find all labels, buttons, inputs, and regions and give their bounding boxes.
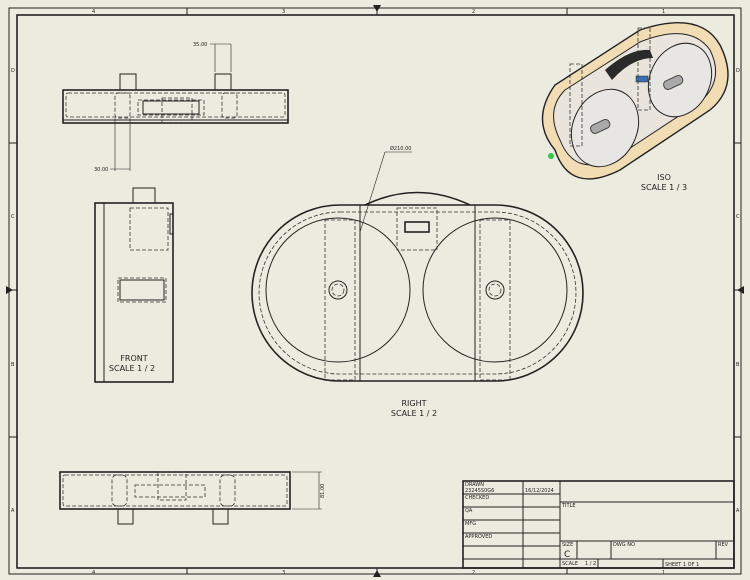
size-label: SIZE: [562, 542, 573, 548]
drawn-by: 23245S0G6: [465, 488, 494, 494]
zone-label: C: [736, 214, 740, 220]
zone-label: 4: [92, 570, 95, 576]
zone-label: D: [11, 68, 15, 74]
iso-view[interactable]: ISO SCALE 1 / 3: [541, 22, 729, 192]
top-view[interactable]: 35.00 30.00: [62, 42, 289, 173]
title-label: TITLE: [561, 503, 576, 509]
drawn-label: DRAWN: [465, 482, 484, 488]
center-mark-right-icon: [737, 286, 744, 294]
front-view[interactable]: FRONT SCALE 1 / 2: [94, 187, 174, 383]
dimension-text: 35.00: [193, 42, 207, 48]
qa-label: QA: [465, 508, 473, 514]
dimension-text: Ø210.00: [390, 145, 411, 152]
zone-label: 3: [282, 9, 285, 15]
scale-label: SCALE: [562, 561, 578, 567]
bottom-view[interactable]: 81.00: [59, 471, 326, 525]
view-label: RIGHT: [401, 399, 426, 408]
zone-label: A: [11, 508, 15, 514]
inner-border: [16, 14, 735, 569]
center-mark-bottom-icon: [373, 570, 381, 577]
title-block: DRAWN 23245S0G6 16/12/2024 CHECKED QA MF…: [462, 480, 735, 569]
zone-label: B: [736, 362, 740, 368]
scale-value: 1 / 2: [585, 561, 596, 567]
zone-label: 1: [662, 570, 665, 576]
approved-label: APPROVED: [465, 534, 492, 540]
zone-label: A: [736, 508, 740, 514]
dimension-text: 81.00: [320, 484, 326, 498]
view-scale: SCALE 1 / 2: [109, 364, 155, 373]
zone-label: 3: [282, 570, 285, 576]
dwg-no-label: DWG NO: [613, 542, 635, 548]
zone-label: 1: [662, 9, 665, 15]
mfg-label: MFG: [465, 521, 476, 527]
center-mark-left-icon: [6, 286, 13, 294]
view-label: FRONT: [120, 354, 147, 363]
zone-label: 4: [92, 9, 95, 15]
view-scale: SCALE 1 / 2: [391, 409, 437, 418]
view-label: ISO: [657, 173, 671, 182]
size-value: C: [564, 550, 570, 560]
checked-label: CHECKED: [465, 495, 489, 501]
zone-label: B: [11, 362, 15, 368]
origin-point-icon: [548, 153, 554, 159]
zone-label: 2: [472, 9, 475, 15]
sheet-label: SHEET 1 OF 1: [665, 562, 699, 568]
right-view[interactable]: Ø210.00 RIGHT SCALE 1 / 2: [251, 145, 584, 418]
view-scale: SCALE 1 / 3: [641, 183, 687, 192]
rev-label: REV: [718, 542, 729, 548]
zone-label: C: [11, 214, 15, 220]
zone-label: 2: [472, 570, 475, 576]
dimension-text: 30.00: [94, 167, 108, 173]
center-mark-top-icon: [373, 5, 381, 12]
drawn-date: 16/12/2024: [525, 488, 554, 494]
zone-label: D: [736, 68, 740, 74]
zone-markers: 4 3 2 1 4 3 2 1 D C B A D C B A: [6, 5, 744, 577]
